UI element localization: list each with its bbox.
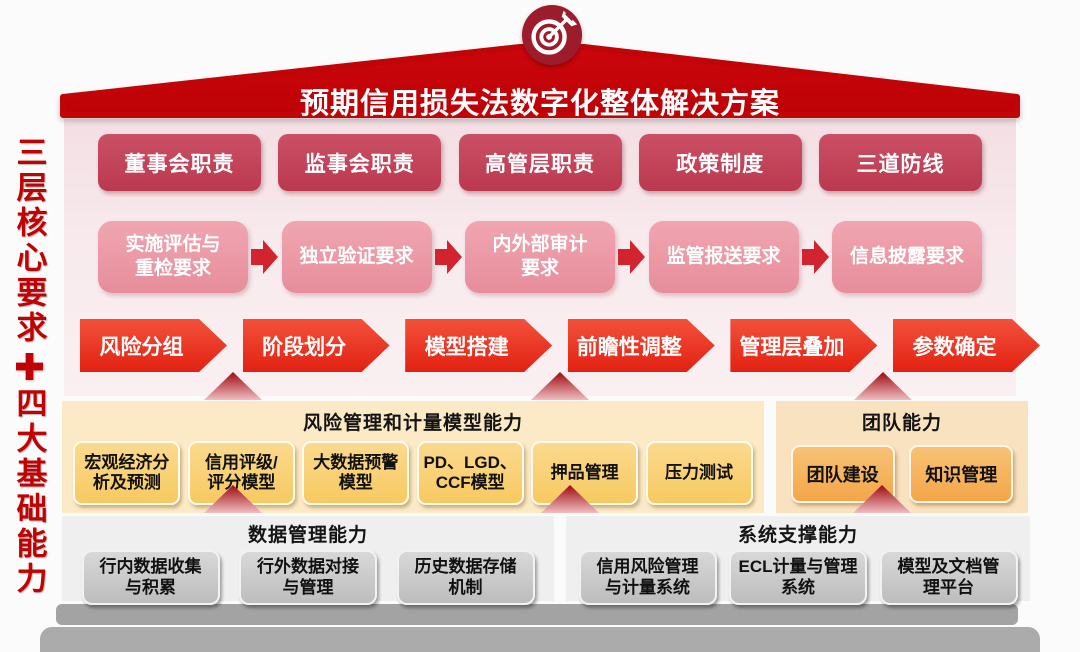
capability-line: 大数据预警 [313, 452, 399, 472]
governance-button: 高管层职责 [458, 134, 622, 191]
up-arrow-icon [531, 372, 589, 400]
side-banner-top-text: 三层核心要求 [11, 136, 47, 346]
requirement-box: 监管报送要求 [648, 221, 799, 293]
process-row: 风险分组 阶段划分 模型搭建 前瞻性调整 管理层叠加 参数确定 [80, 319, 1040, 372]
foundation-box: ECL计量与管理 系统 [729, 550, 867, 605]
up-arrow-icon [541, 485, 599, 513]
side-banner-bottom-text: 四大基础能力 [11, 387, 47, 597]
requirement-box: 内外部审计 要求 [465, 221, 615, 293]
capability-box: 宏观经济分 析及预测 [73, 441, 181, 505]
foundation-box-row: 行内数据收集 与积累 行外数据对接 与管理 历史数据存储 机制 [62, 550, 554, 605]
foundation-line: 模型及文档管 [897, 557, 1000, 577]
governance-button: 三道防线 [819, 134, 982, 191]
process-step-arrow: 模型搭建 [405, 319, 553, 372]
base-bar-lower [40, 627, 1040, 652]
capability-line: 宏观经济分 [84, 452, 170, 472]
foundation-line: 历史数据存储 [414, 557, 517, 577]
flow-arrow-icon [618, 240, 646, 274]
foundation-line: 与管理 [282, 577, 334, 597]
flow-arrow-icon [251, 240, 279, 274]
up-arrow-icon [853, 485, 911, 513]
section-title: 风险管理和计量模型能力 [302, 413, 523, 434]
process-step-arrow: 风险分组 [80, 319, 227, 372]
process-step-arrow: 管理层叠加 [730, 319, 878, 372]
requirement-line: 信息披露要求 [849, 246, 964, 268]
capability-line: 押品管理 [550, 462, 619, 482]
capability-box: 大数据预警 模型 [302, 441, 410, 505]
foundation-box: 模型及文档管 理平台 [879, 550, 1018, 605]
requirement-line: 独立验证要求 [299, 246, 414, 268]
foundation-line: 与积累 [125, 577, 176, 597]
section-title: 数据管理能力 [247, 525, 368, 546]
requirement-line: 内外部审计 [492, 234, 588, 256]
foundation-line: 信用风险管理 [596, 557, 699, 577]
team-box: 团队建设 [790, 445, 895, 503]
foundation-box: 行内数据收集 与积累 [81, 550, 220, 605]
governance-button: 监事会职责 [278, 134, 442, 191]
capability-box: 压力测试 [645, 441, 753, 505]
capability-line: 模型 [338, 473, 373, 492]
requirement-box: 信息披露要求 [832, 221, 982, 293]
foundation-box: 行外数据对接 与管理 [239, 550, 377, 605]
side-banner: 三层核心要求 四大基础能力 [5, 136, 53, 597]
team-box-row: 团队建设 知识管理 [776, 445, 1028, 503]
capability-line: 评分模型 [207, 473, 276, 492]
capability-line: 压力测试 [665, 462, 734, 482]
system-support-panel: 系统支撑能力 信用风险管理 与计量系统 ECL计量与管理 系统 模型及文档管 理… [566, 516, 1030, 605]
roof-shape [60, 44, 1020, 118]
up-arrow-icon [204, 372, 262, 400]
data-management-panel: 数据管理能力 行内数据收集 与积累 行外数据对接 与管理 历史数据存储 机制 [62, 516, 554, 605]
requirement-line: 重检要求 [134, 258, 211, 279]
capability-box: PD、LGD、 CCF模型 [416, 441, 524, 505]
plus-icon [15, 353, 43, 380]
requirement-line: 实施评估与 [125, 234, 221, 256]
team-capability-panel: 团队能力 团队建设 知识管理 [776, 401, 1028, 513]
process-step-arrow: 参数确定 [892, 319, 1040, 372]
foundation-line: 与计量系统 [605, 577, 690, 597]
capability-line: 析及预测 [92, 473, 161, 492]
foundation-line: ECL计量与管理 [738, 557, 858, 577]
capability-line: CCF模型 [435, 473, 505, 492]
capability-box: 信用评级/ 评分模型 [187, 441, 295, 505]
up-arrow-icon [204, 485, 262, 513]
up-arrow-icon [854, 372, 912, 400]
process-step-arrow: 前瞻性调整 [567, 319, 715, 372]
team-box: 知识管理 [909, 445, 1014, 503]
foundation-line: 系统 [781, 577, 815, 597]
requirements-row: 实施评估与 重检要求 独立验证要求 内外部审计 要求 监管报送要求 信息披露要求 [64, 221, 1016, 293]
foundation-box-row: 信用风险管理 与计量系统 ECL计量与管理 系统 模型及文档管 理平台 [566, 550, 1030, 605]
capability-line: 信用评级/ [204, 452, 278, 472]
foundation-line: 行外数据对接 [257, 557, 359, 577]
governance-button: 政策制度 [638, 134, 802, 191]
section-title: 系统支撑能力 [737, 525, 858, 546]
section-title: 团队能力 [861, 413, 942, 434]
foundation-line: 理平台 [923, 577, 974, 597]
foundation-line: 行内数据收集 [99, 557, 202, 577]
process-step-arrow: 阶段划分 [242, 319, 390, 372]
requirement-line: 要求 [520, 258, 559, 279]
requirement-box: 独立验证要求 [281, 221, 432, 293]
foundation-box: 历史数据存储 机制 [396, 550, 535, 605]
capability-box-row: 宏观经济分 析及预测 信用评级/ 评分模型 大数据预警 模型 PD、LGD、 C… [62, 441, 764, 505]
foundation-box: 信用风险管理 与计量系统 [578, 550, 717, 605]
flow-arrow-icon [801, 240, 829, 274]
requirement-box: 实施评估与 重检要求 [98, 221, 248, 293]
capability-box: 押品管理 [531, 441, 639, 505]
foundation-line: 机制 [448, 577, 483, 597]
capability-line: PD、LGD、 [423, 452, 517, 472]
governance-button: 董事会职责 [98, 134, 261, 191]
governance-row: 董事会职责 监事会职责 高管层职责 政策制度 三道防线 [64, 134, 1016, 191]
base-bar-upper [56, 604, 1018, 625]
diagram-title: 预期信用损失法数字化整体解决方案 [299, 88, 780, 120]
risk-model-capability-panel: 风险管理和计量模型能力 宏观经济分 析及预测 信用评级/ 评分模型 大数据预警 … [62, 401, 764, 513]
dartboard-target-icon [521, 4, 583, 66]
requirement-line: 监管报送要求 [666, 246, 781, 268]
flow-arrow-icon [434, 240, 462, 274]
